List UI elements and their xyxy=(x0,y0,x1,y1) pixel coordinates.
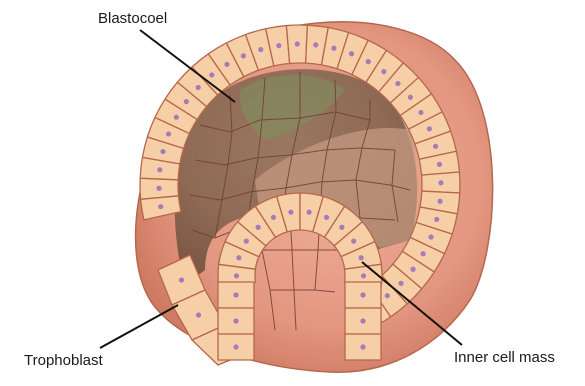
trophoblast-label: Trophoblast xyxy=(24,352,103,369)
nucleus xyxy=(361,273,366,278)
nucleus xyxy=(427,126,432,131)
nucleus xyxy=(360,318,365,323)
nucleus xyxy=(166,131,171,136)
nucleus xyxy=(224,62,229,67)
nucleus xyxy=(437,199,442,204)
nucleus xyxy=(360,344,365,349)
nucleus xyxy=(360,292,365,297)
nucleus xyxy=(395,81,400,86)
nucleus xyxy=(234,273,239,278)
nucleus xyxy=(258,47,263,52)
nucleus xyxy=(156,186,161,191)
nucleus xyxy=(233,292,238,297)
nucleus xyxy=(276,43,281,48)
nucleus xyxy=(236,255,241,260)
nucleus xyxy=(410,267,415,272)
nucleus xyxy=(241,53,246,58)
nucleus xyxy=(359,255,364,260)
nucleus xyxy=(244,239,249,244)
nucleus xyxy=(179,277,184,282)
nucleus xyxy=(307,210,312,215)
nucleus xyxy=(196,312,201,317)
nucleus xyxy=(385,293,390,298)
nucleus xyxy=(324,215,329,220)
nucleus xyxy=(160,149,165,154)
trophoblast-leader-line xyxy=(100,305,178,348)
nucleus xyxy=(157,167,162,172)
nucleus xyxy=(351,239,356,244)
nucleus xyxy=(233,318,238,323)
nucleus xyxy=(349,51,354,56)
nucleus xyxy=(288,210,293,215)
inner-cell-mass-label: Inner cell mass xyxy=(454,349,555,366)
nucleus xyxy=(398,281,403,286)
nucleus xyxy=(271,215,276,220)
nucleus xyxy=(421,251,426,256)
nucleus xyxy=(256,225,261,230)
nucleus xyxy=(418,110,423,115)
nucleus xyxy=(184,99,189,104)
nucleus xyxy=(428,234,433,239)
nucleus xyxy=(209,72,214,77)
nucleus xyxy=(381,69,386,74)
nucleus xyxy=(295,41,300,46)
nucleus xyxy=(158,204,163,209)
nucleus xyxy=(331,46,336,51)
nucleus xyxy=(408,95,413,100)
nucleus xyxy=(196,85,201,90)
nucleus xyxy=(233,344,238,349)
nucleus xyxy=(437,162,442,167)
blastocoel-label: Blastocoel xyxy=(98,10,167,27)
nucleus xyxy=(366,59,371,64)
nucleus xyxy=(438,180,443,185)
nucleus xyxy=(339,225,344,230)
nucleus xyxy=(313,42,318,47)
nucleus xyxy=(434,217,439,222)
nucleus xyxy=(174,115,179,120)
nucleus xyxy=(433,144,438,149)
